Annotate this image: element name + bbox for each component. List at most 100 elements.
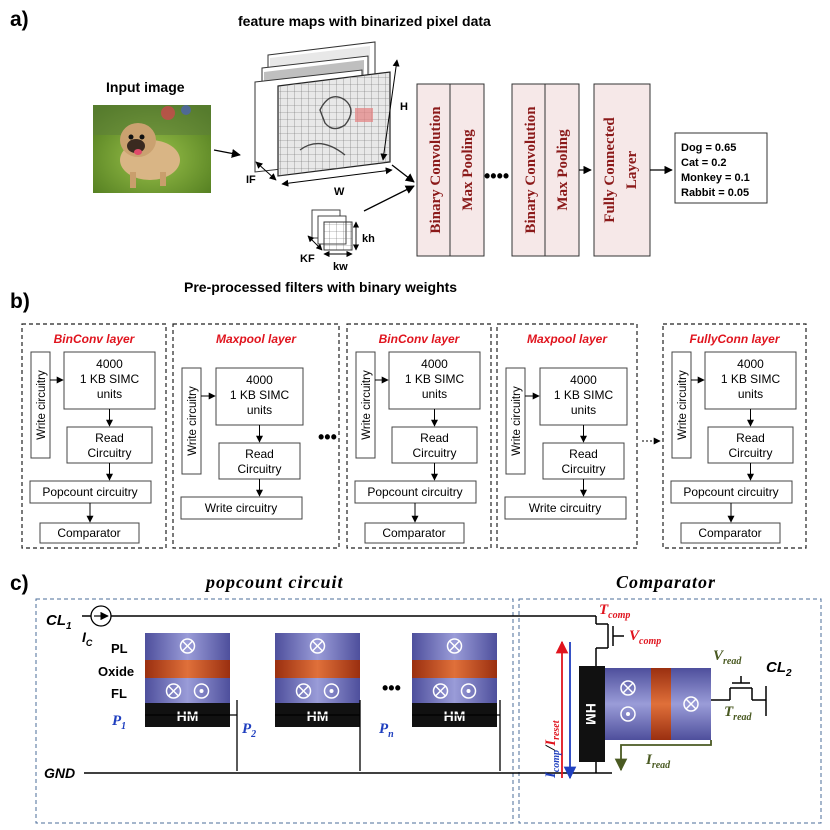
layer-frame <box>346 323 492 549</box>
block3-bottom-label: Layer <box>624 151 640 190</box>
output-dog: Dog = 0.65 <box>681 142 736 154</box>
read-circuitry-box <box>542 442 625 480</box>
comparator-region <box>518 598 822 824</box>
mtj-stack-1: HM <box>145 633 230 727</box>
read-line: Read <box>736 431 765 445</box>
layer-title: FullyConn layer <box>689 332 780 346</box>
simc-units-box <box>704 351 797 410</box>
block-fully-connected: Fully Connected Layer <box>593 83 651 257</box>
write-circuitry-label: Write circuitry <box>187 386 199 456</box>
read-circuitry-box <box>218 442 301 480</box>
read-line: Circuitry <box>729 446 773 460</box>
dot-icon <box>193 683 210 699</box>
simc-units-box <box>63 351 156 410</box>
panel-c-ellipsis: ••• <box>382 678 401 698</box>
read-circuitry-box <box>66 426 153 464</box>
panel-a-label: a) <box>10 8 29 31</box>
simc-line: 4000 <box>246 373 273 387</box>
read-line: Circuitry <box>88 446 132 460</box>
cross-icon <box>446 638 463 654</box>
write-circuitry-box <box>30 351 51 459</box>
dim-kf: KF <box>300 253 315 265</box>
simc-line: 4000 <box>570 373 597 387</box>
dot-icon <box>323 683 340 699</box>
cl1-label: CL1 <box>46 612 72 632</box>
simc-line: 4000 <box>421 357 448 371</box>
comparator-box <box>39 522 140 544</box>
write-circuitry-label: Write circuitry <box>677 370 689 440</box>
dim-kh: kh <box>362 233 375 245</box>
comparator-hm-label: HM <box>583 703 599 725</box>
read-line: Circuitry <box>413 446 457 460</box>
popcount-region <box>35 598 514 824</box>
output-probabilities: Dog = 0.65 Cat = 0.2 Monkey = 0.1 Rabbit… <box>674 132 768 204</box>
filter-stack <box>311 209 353 251</box>
fl-label: FL <box>111 686 127 701</box>
block1-bottom-label: Max Pooling <box>460 129 476 211</box>
hm-label: HM <box>444 708 466 724</box>
write-circuitry-box <box>181 367 202 475</box>
dim-h: H <box>400 101 408 113</box>
simc-units-box <box>539 367 628 426</box>
write-circuitry-bottom-box <box>180 496 303 520</box>
comparator-box <box>364 522 465 544</box>
block-binconv-maxpool-1: Binary Convolution Max Pooling <box>416 83 485 257</box>
simc-line: units <box>738 387 763 401</box>
block3-top-label: Fully Connected <box>602 117 618 223</box>
panel-a-ellipsis: •••• <box>484 166 509 186</box>
t-comp-label: Tcomp <box>599 602 630 621</box>
layer-frame <box>662 323 807 549</box>
comparator-mtj <box>605 668 711 740</box>
popcount-circuitry-label: Popcount circuitry <box>683 485 778 499</box>
layer-title: BinConv layer <box>54 332 136 346</box>
panel-b-ellipsis: ••• <box>318 427 337 447</box>
simc-line: 4000 <box>737 357 764 371</box>
simc-line: units <box>97 387 122 401</box>
dim-w: W <box>334 186 345 198</box>
simc-line: units <box>571 403 596 417</box>
comparator-label: Comparator <box>382 526 445 540</box>
comparator-label: Comparator <box>698 526 761 540</box>
write-circuitry-bottom-box <box>504 496 627 520</box>
read-circuitry-box <box>707 426 794 464</box>
comparator-box <box>680 522 781 544</box>
simc-line: units <box>422 387 447 401</box>
read-line: Circuitry <box>562 462 606 476</box>
oxide-label: Oxide <box>98 664 134 679</box>
v-comp-label: Vcomp <box>629 628 661 647</box>
hm-label: HM <box>177 708 199 724</box>
read-circuitry-box <box>391 426 478 464</box>
read-line: Read <box>569 447 598 461</box>
comparator-title: Comparator <box>616 572 716 592</box>
p2-label: P2 <box>242 721 256 740</box>
read-line: Circuitry <box>238 462 282 476</box>
output-rabbit: Rabbit = 0.05 <box>681 187 749 199</box>
popcount-circuitry-label: Popcount circuitry <box>367 485 462 499</box>
block2-top-label: Binary Convolution <box>523 106 539 234</box>
i-read-label: Iread <box>645 752 671 771</box>
write-circuitry-bottom-label: Write circuitry <box>205 501 277 515</box>
read-line: Read <box>245 447 274 461</box>
block1-top-label: Binary Convolution <box>428 106 444 234</box>
simc-line: 1 KB SIMC <box>554 388 614 402</box>
input-image <box>93 105 211 193</box>
popcount-circuitry-label: Popcount circuitry <box>42 485 137 499</box>
simc-line: 1 KB SIMC <box>230 388 290 402</box>
pl-label: PL <box>111 641 128 656</box>
layer-frame <box>21 323 167 549</box>
layer-title: BinConv layer <box>379 332 461 346</box>
simc-line: 1 KB SIMC <box>721 372 781 386</box>
simc-line: 4000 <box>96 357 123 371</box>
cl2-label: CL2 <box>766 659 792 679</box>
block-binconv-maxpool-2: Binary Convolution Max Pooling <box>511 83 580 257</box>
dim-kw: kw <box>333 261 348 273</box>
mtj-stack-3: HM <box>412 633 497 727</box>
write-circuitry-label: Write circuitry <box>361 370 373 440</box>
simc-units-box <box>215 367 304 426</box>
cross-icon <box>295 683 312 699</box>
